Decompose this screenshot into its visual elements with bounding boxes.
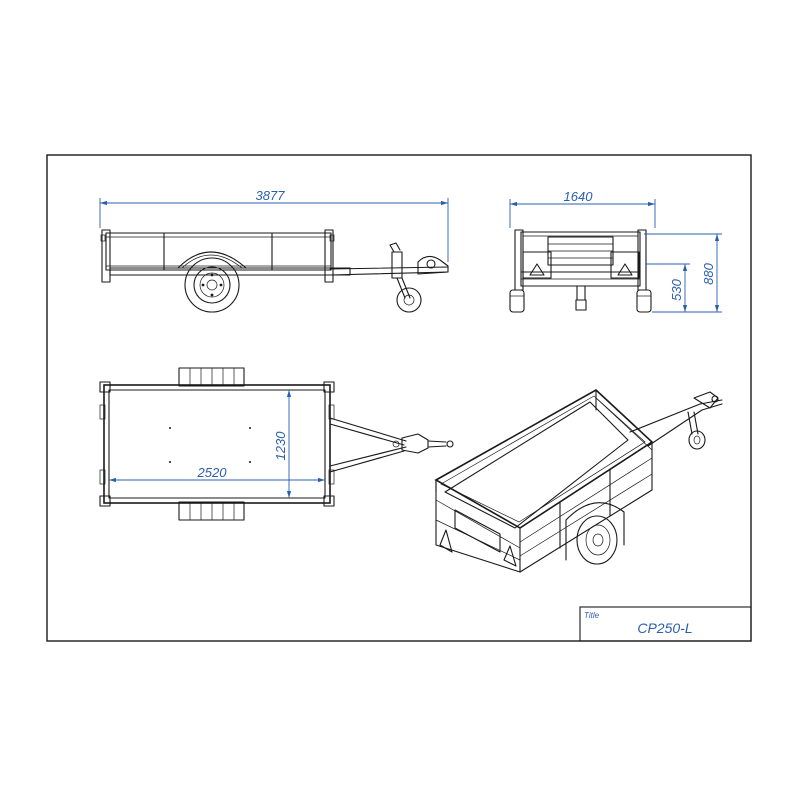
dim-body-height: 530: [669, 278, 684, 300]
drawing-frame: [46, 154, 752, 642]
title-block: Title CP250-L: [579, 606, 752, 642]
isometric-view: [434, 389, 723, 573]
dim-overall-width: 1640: [564, 189, 594, 204]
dim-total-height: 880: [701, 262, 716, 284]
title-label: Title: [584, 611, 600, 620]
title-value: CP250-L: [637, 620, 692, 636]
top-view: 2520 1230: [99, 367, 454, 521]
dim-bed-width: 1230: [273, 431, 288, 461]
front-view: 1640 880 530: [509, 189, 722, 313]
dim-bed-length: 2520: [197, 465, 228, 480]
side-view: 3877: [99, 188, 449, 313]
dim-overall-length: 3877: [256, 188, 286, 203]
